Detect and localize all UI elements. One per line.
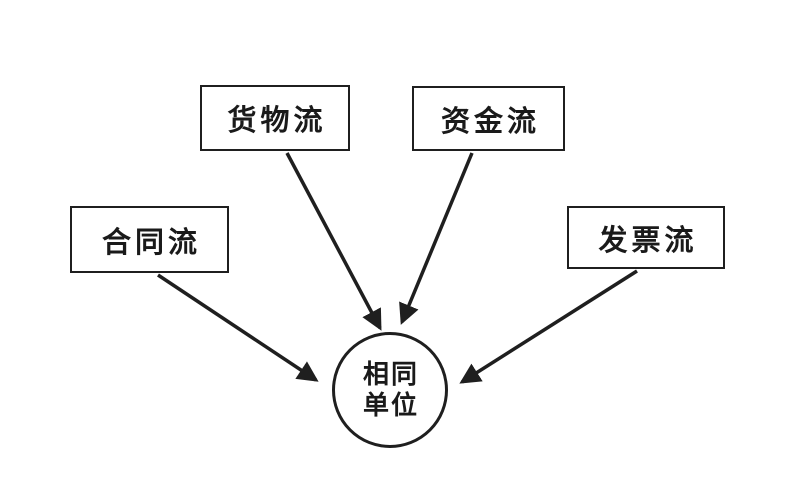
node-contract-flow: 合同流 [70, 206, 229, 273]
node-goods-flow-label: 货物流 [227, 105, 327, 137]
node-invoice-flow-label: 发票流 [598, 224, 698, 257]
arrow-goods-to-center [285, 152, 382, 331]
node-same-unit-label-line1: 相同 [362, 358, 419, 389]
node-capital-flow: 资金流 [412, 86, 565, 151]
node-goods-flow: 货物流 [200, 85, 350, 151]
node-contract-flow-label: 合同流 [101, 226, 201, 259]
node-capital-flow-label: 资金流 [440, 105, 540, 138]
arrow-invoice-to-center [459, 269, 638, 384]
node-invoice-flow: 发票流 [567, 206, 725, 269]
node-same-unit: 相同 单位 [332, 332, 448, 448]
arrow-contract-to-center [157, 273, 319, 382]
arrow-capital-to-center [399, 152, 474, 325]
node-same-unit-label-line2: 单位 [362, 390, 419, 420]
